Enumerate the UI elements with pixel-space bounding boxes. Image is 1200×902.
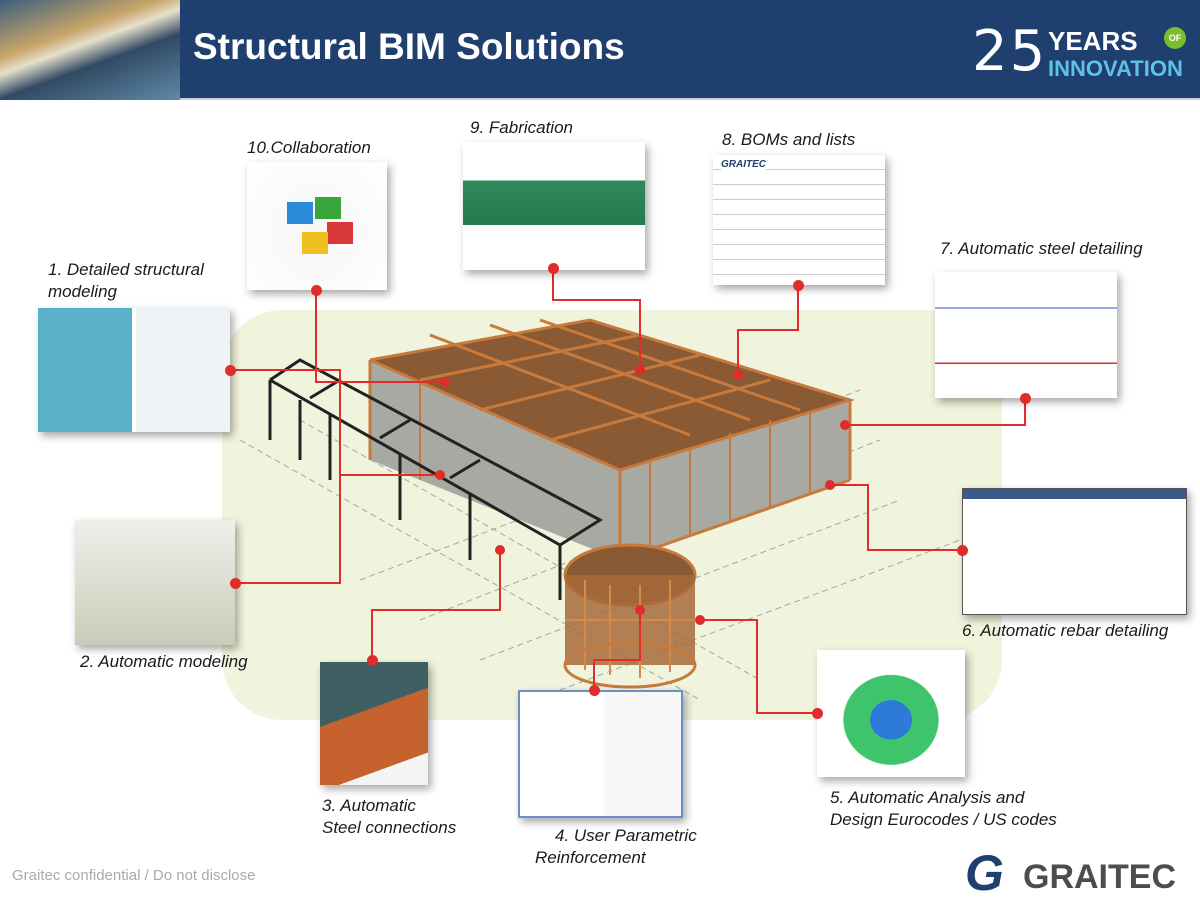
gear-icon: OF [1164, 27, 1186, 49]
graitec-wordmark: GRAITEC [1023, 858, 1176, 896]
callout-dot [230, 578, 241, 589]
reinforcement-image [518, 690, 683, 818]
label-rebar-detailing: 6. Automatic rebar detailing [962, 621, 1169, 640]
label-line: modeling [48, 282, 117, 301]
steel-detailing-image [935, 272, 1117, 398]
label-line: 1. Detailed structural [48, 260, 204, 279]
confidential-note: Graitec confidential / Do not disclose [12, 867, 256, 884]
analysis-image [817, 650, 965, 777]
badge-number: 25 [972, 19, 1048, 84]
label-automatic-modeling: 2. Automatic modeling [80, 652, 248, 671]
anniversary-logo: 25 YEARS OF INNOVATION [972, 20, 1192, 84]
label-fabrication: 9. Fabrication [470, 118, 573, 137]
callout-dot [225, 365, 236, 376]
header-bar: Structural BIM Solutions 25 YEARS OF INN… [0, 0, 1200, 100]
label-line: Design Eurocodes / US codes [830, 810, 1057, 829]
graitec-logo: G GRAITEC [965, 845, 1195, 901]
callout-dot [793, 280, 804, 291]
page-title: Structural BIM Solutions [193, 26, 625, 67]
steel-connection-image [320, 662, 428, 785]
label-collaboration: 10.Collaboration [247, 138, 371, 157]
label-steel-detailing: 7. Automatic steel detailing [940, 239, 1143, 258]
label-line: Reinforcement [535, 848, 646, 867]
label-line: 3. Automatic [322, 796, 416, 815]
automatic-modeling-image [75, 520, 235, 645]
bom-brand: GRAITEC [721, 159, 766, 170]
callout-dot [589, 685, 600, 696]
callout-dot [1020, 393, 1031, 404]
label-line: 4. User Parametric [555, 826, 697, 845]
callout-dot [957, 545, 968, 556]
badge-years: YEARS [1048, 26, 1138, 56]
collaboration-image [247, 162, 387, 290]
graitec-mark-icon: G [965, 845, 1004, 901]
callout-dot [812, 708, 823, 719]
label-detailed-modeling: 1. Detailed structural modeling [48, 259, 204, 303]
fabrication-image [463, 142, 645, 270]
callout-dot [548, 263, 559, 274]
rebar-detailing-image [962, 488, 1187, 615]
label-boms: 8. BOMs and lists [722, 130, 856, 149]
header-photo [0, 0, 180, 100]
bom-sheet-image: GRAITEC [713, 155, 885, 285]
callout-dot [367, 655, 378, 666]
callout-dot [311, 285, 322, 296]
structural-modeling-image [38, 308, 230, 432]
badge-innovation: INNOVATION [1048, 56, 1183, 81]
label-line: 5. Automatic Analysis and [830, 788, 1025, 807]
label-line: Steel connections [322, 818, 457, 837]
